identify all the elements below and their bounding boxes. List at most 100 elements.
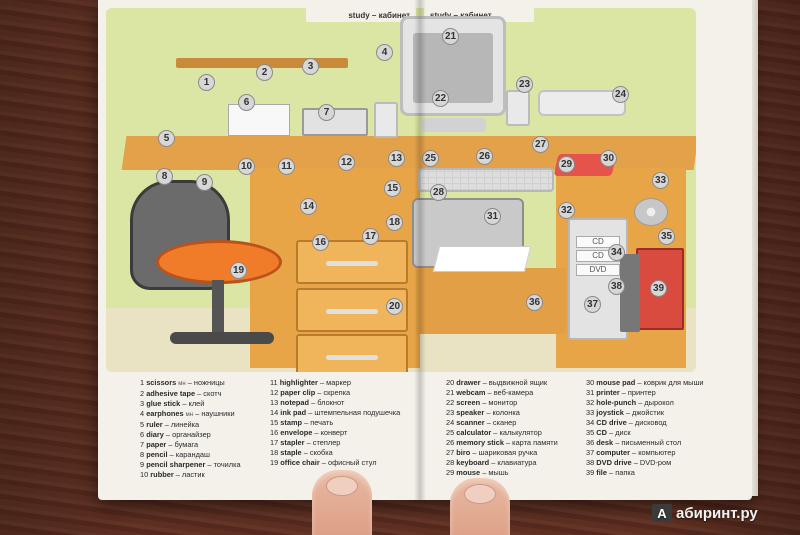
legend-item-6: 6 diary – органайзер	[140, 430, 270, 440]
legend-russian-word: – линейка	[164, 420, 200, 429]
item-number-14: 14	[300, 198, 317, 215]
legend-russian-word: – шариковая ручка	[472, 448, 538, 457]
legend-item-13: 13 notepad – блокнот	[270, 398, 430, 408]
diary-organiser	[228, 104, 290, 136]
item-number-15: 15	[384, 180, 401, 197]
thumbnail	[326, 476, 358, 496]
item-number-4: 4	[376, 44, 393, 61]
legend-russian-word: – точилка	[207, 460, 241, 469]
legend-item-31: 31 printer – принтер	[586, 388, 746, 398]
speaker-right	[506, 90, 530, 126]
keyboard	[418, 168, 554, 192]
legend-item-32: 32 hole-punch – дырокол	[586, 398, 746, 408]
study-illustration: study – кабинет study – кабинет CD CD DV…	[106, 8, 696, 372]
legend-russian-word: – дисковод	[628, 418, 667, 427]
legend-english-word: staple	[280, 448, 302, 457]
legend-english-word: file	[596, 468, 607, 477]
item-number-35: 35	[658, 228, 675, 245]
legend-item-14: 14 ink pad – штемпельная подушечка	[270, 408, 430, 418]
legend-english-word: rubber	[150, 470, 174, 479]
legend-number: 39	[586, 468, 595, 477]
legend-number: 12	[270, 388, 279, 397]
item-number-1: 1	[198, 74, 215, 91]
legend-english-word: calculator	[456, 428, 492, 437]
legend-english-word: adhesive tape	[146, 389, 196, 398]
legend-item-18: 18 staple – скобка	[270, 448, 430, 458]
legend-number: 6	[140, 430, 145, 439]
legend-number: 35	[586, 428, 595, 437]
legend-item-36: 36 desk – письменный стол	[586, 438, 746, 448]
legend-russian-word: – джойстик	[625, 408, 664, 417]
legend-number: 17	[270, 438, 279, 447]
legend-english-word: computer	[596, 448, 630, 457]
legend-russian-word: – принтер	[621, 388, 656, 397]
legend-english-word: desk	[596, 438, 614, 447]
drawer	[296, 334, 408, 372]
monitor	[400, 16, 506, 116]
legend-english-word: ruler	[146, 420, 163, 429]
watermark: A абиринт.ру	[652, 504, 758, 522]
legend-item-4: 4 earphones мн – наушники	[140, 409, 270, 420]
legend-english-word: CD drive	[596, 418, 627, 427]
item-number-9: 9	[196, 174, 213, 191]
speaker-left	[374, 102, 398, 138]
legend-number: 18	[270, 448, 279, 457]
legend-english-word: diary	[146, 430, 164, 439]
item-number-6: 6	[238, 94, 255, 111]
legend-russian-word: – компьютер	[632, 448, 676, 457]
legend-number: 16	[270, 428, 279, 437]
legend-russian-word: – бумага	[168, 440, 199, 449]
legend-number: 21	[446, 388, 455, 397]
item-number-34: 34	[608, 244, 625, 261]
legend-number: 27	[446, 448, 455, 457]
legend-russian-word: – клей	[182, 399, 205, 408]
legend-number: 9	[140, 460, 145, 469]
legend-russian-word: – степлер	[306, 438, 341, 447]
legend-item-12: 12 paper clip – скрепка	[270, 388, 430, 398]
legend-number: 7	[140, 440, 145, 449]
legend-english-word: pencil sharpener	[146, 460, 206, 469]
legend-english-word: mouse	[456, 468, 481, 477]
legend-russian-word: – ластик	[175, 470, 205, 479]
legend-english-word: mouse pad	[596, 378, 636, 387]
legend-english-word: notepad	[280, 398, 310, 407]
legend-english-word: webcam	[456, 388, 486, 397]
legend-item-19: 19 office chair – офисный стул	[270, 458, 430, 468]
item-number-8: 8	[156, 168, 173, 185]
legend-russian-word: – блокнот	[311, 398, 345, 407]
legend-item-9: 9 pencil sharpener – точилка	[140, 460, 270, 470]
item-number-11: 11	[278, 158, 295, 175]
legend-number: 37	[586, 448, 595, 457]
legend-russian-word: – колонка	[486, 408, 520, 417]
legend-english-word: paper clip	[280, 388, 316, 397]
chair-post	[212, 280, 224, 334]
printer-paper	[432, 246, 532, 272]
computer-tower: CD CD DVD	[568, 218, 628, 340]
legend-russian-word: – конверт	[314, 428, 348, 437]
legend-russian-word: – диск	[609, 428, 631, 437]
legend-number: 15	[270, 418, 279, 427]
legend-number: 24	[446, 418, 455, 427]
legend-english-word: joystick	[596, 408, 624, 417]
item-number-33: 33	[652, 172, 669, 189]
item-number-24: 24	[612, 86, 629, 103]
legend-russian-word: – маркер	[319, 378, 351, 387]
legend-russian-word: – скрепка	[317, 388, 351, 397]
item-number-19: 19	[230, 262, 247, 279]
item-number-27: 27	[532, 136, 549, 153]
monitor-stand	[422, 118, 486, 132]
item-number-29: 29	[558, 156, 575, 173]
legend-russian-word: – дырокол	[638, 398, 674, 407]
monitor-screen	[413, 33, 493, 103]
legend-english-word: paper	[146, 440, 167, 449]
legend-number: 19	[270, 458, 279, 467]
item-number-12: 12	[338, 154, 355, 171]
item-number-25: 25	[422, 150, 439, 167]
legend-russian-word: – монитор	[482, 398, 518, 407]
legend-number: 29	[446, 468, 455, 477]
legend-number: 5	[140, 420, 145, 429]
paper-tray	[302, 108, 368, 136]
legend-russian-word: – скобка	[303, 448, 333, 457]
